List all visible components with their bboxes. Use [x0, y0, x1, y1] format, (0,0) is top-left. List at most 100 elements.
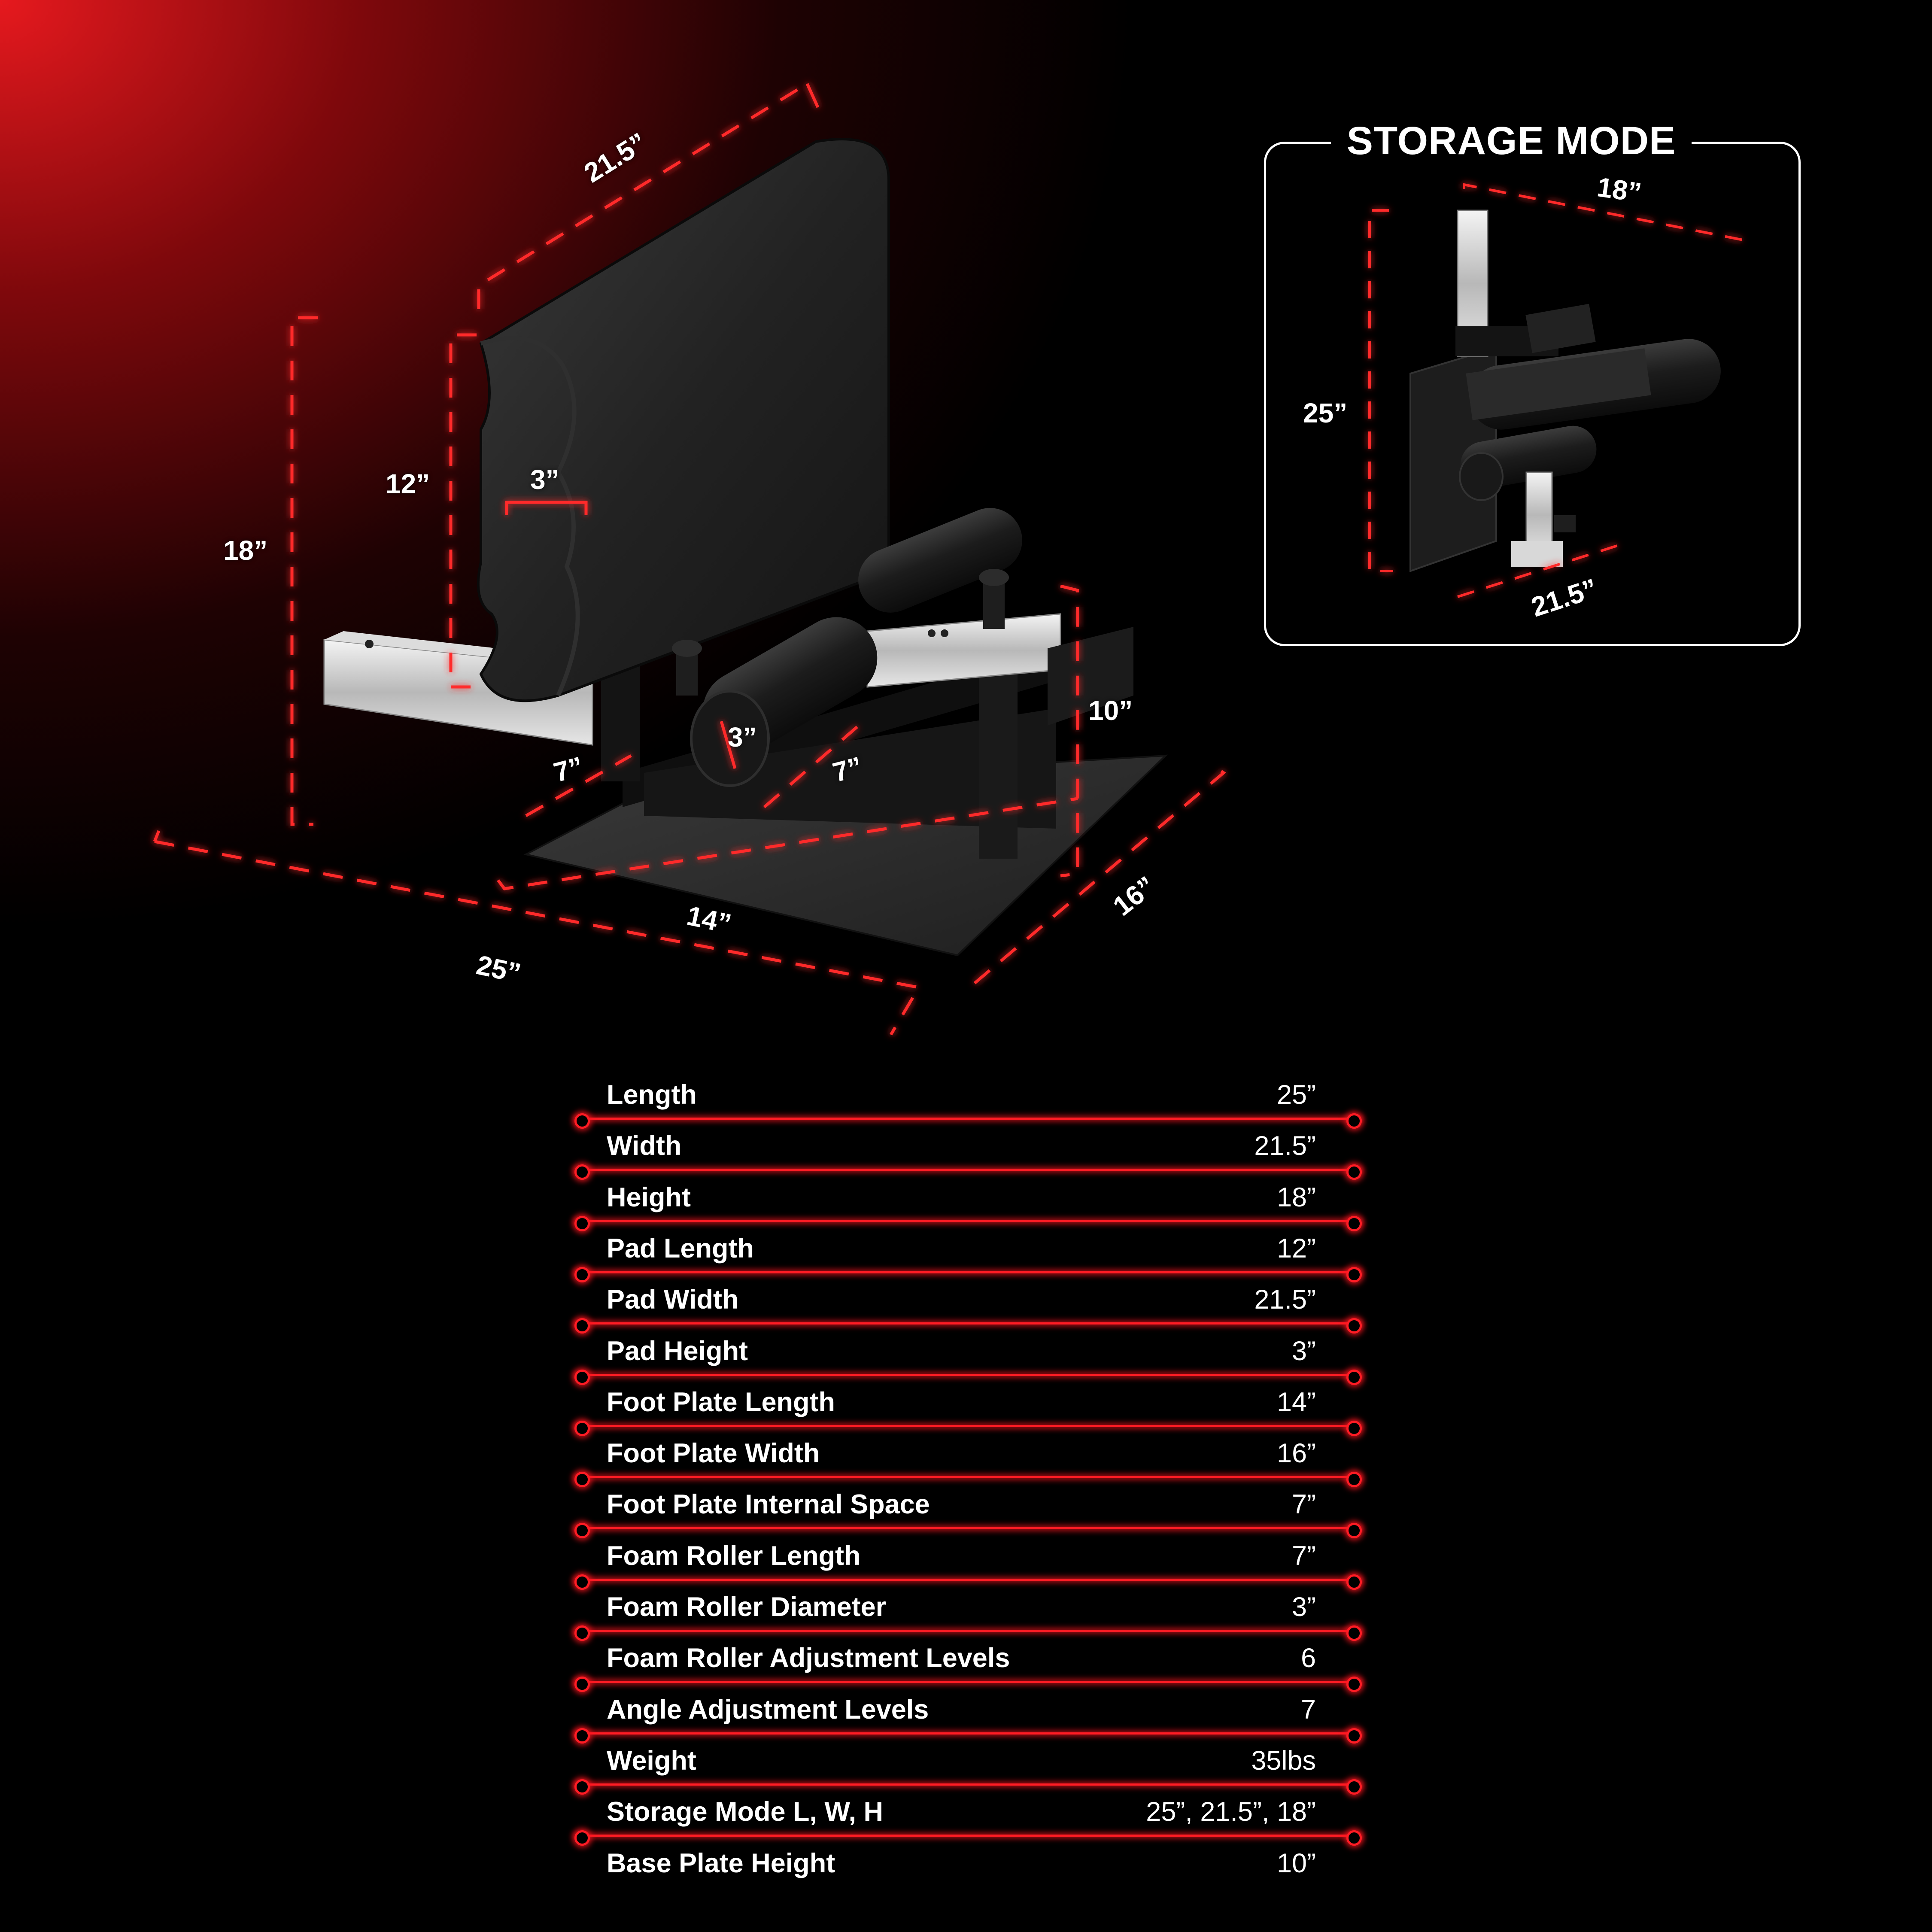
spec-divider-dot: [574, 1830, 590, 1846]
spec-value: 18”: [1276, 1182, 1316, 1212]
spec-row: Foot Plate Width 16”: [574, 1434, 1362, 1488]
spec-divider-line: [575, 1169, 1361, 1171]
spec-divider-dot: [574, 1472, 590, 1488]
spec-label: Foam Roller Adjustment Levels: [607, 1643, 1010, 1674]
spec-value: 12”: [1276, 1233, 1316, 1264]
spec-divider-dot: [574, 1318, 590, 1334]
spec-divider-line: [575, 1732, 1361, 1735]
dim-pad-length: 12”: [386, 468, 430, 499]
spec-divider-dot: [574, 1113, 590, 1129]
dimension-lines: [153, 80, 1226, 1036]
spec-label: Pad Width: [607, 1285, 739, 1315]
spec-row: Angle Adjustment Levels 7: [574, 1690, 1362, 1744]
spec-divider-dot: [574, 1420, 590, 1436]
spec-row: Foam Roller Adjustment Levels 6: [574, 1639, 1362, 1692]
spec-row: Foot Plate Internal Space 7”: [574, 1485, 1362, 1539]
spec-label: Length: [607, 1080, 697, 1110]
spec-label: Foot Plate Width: [607, 1438, 820, 1469]
spec-value: 25”: [1276, 1080, 1316, 1110]
spec-divider-line: [575, 1630, 1361, 1632]
dim-base-plate-height: 10”: [1088, 695, 1133, 726]
spec-row: Foot Plate Length 14”: [574, 1383, 1362, 1436]
storage-mode-drawing: [1410, 210, 1721, 572]
spec-divider-dot: [1346, 1267, 1362, 1282]
dim-height: 18”: [223, 535, 268, 566]
spec-divider-dot: [1346, 1420, 1362, 1436]
spec-divider-line: [575, 1118, 1361, 1120]
storage-mode-panel: [1264, 142, 1801, 646]
spec-divider-dot: [574, 1267, 590, 1282]
spec-divider-dot: [1346, 1369, 1362, 1385]
spec-divider-dot: [574, 1728, 590, 1744]
spec-label: Pad Length: [607, 1233, 754, 1264]
spec-value: 3”: [1291, 1336, 1316, 1366]
spec-value: 7”: [1291, 1489, 1316, 1520]
spec-row: Width 21.5”: [574, 1127, 1362, 1180]
spec-value: 6: [1300, 1643, 1316, 1674]
spec-label: Base Plate Height: [607, 1848, 835, 1878]
spec-value: 7”: [1291, 1540, 1316, 1571]
spec-label: Angle Adjustment Levels: [607, 1694, 929, 1725]
spec-row: Length 25”: [574, 1075, 1362, 1129]
spec-divider-dot: [1346, 1830, 1362, 1846]
spec-value: 3”: [1291, 1592, 1316, 1622]
spec-row: Pad Height 3”: [574, 1332, 1362, 1385]
spec-divider-dot: [1346, 1779, 1362, 1795]
spec-row: Pad Width 21.5”: [574, 1280, 1362, 1334]
spec-divider-dot: [574, 1779, 590, 1795]
spec-label: Width: [607, 1131, 682, 1161]
dim-roller-diameter: 3”: [728, 722, 757, 753]
spec-divider-dot: [1346, 1113, 1362, 1129]
spec-label: Weight: [607, 1745, 696, 1776]
spec-row: Height 18”: [574, 1178, 1362, 1231]
spec-value: 14”: [1276, 1387, 1316, 1417]
spec-divider-dot: [1346, 1318, 1362, 1334]
spec-label: Height: [607, 1182, 691, 1212]
spec-value: 35lbs: [1251, 1745, 1316, 1776]
spec-divider-line: [575, 1220, 1361, 1222]
spec-divider-line: [575, 1578, 1361, 1581]
spec-divider-line: [575, 1783, 1361, 1786]
spec-label: Foam Roller Diameter: [607, 1592, 887, 1622]
storage-mode-title: STORAGE MODE: [1331, 115, 1692, 167]
spec-divider-line: [575, 1476, 1361, 1479]
spec-divider-dot: [1346, 1215, 1362, 1231]
spec-value: 21.5”: [1254, 1285, 1316, 1315]
spec-label: Storage Mode L, W, H: [607, 1797, 884, 1827]
spec-divider-dot: [574, 1215, 590, 1231]
spec-label: Foot Plate Length: [607, 1387, 835, 1417]
spec-row: Weight 35lbs: [574, 1741, 1362, 1795]
spec-divider-line: [575, 1425, 1361, 1427]
spec-label: Foot Plate Internal Space: [607, 1489, 930, 1520]
spec-value: 7: [1300, 1694, 1316, 1725]
dim-pad-height: 3”: [530, 464, 559, 495]
spec-divider-dot: [1346, 1472, 1362, 1488]
spec-divider-dot: [574, 1164, 590, 1180]
spec-divider-dot: [1346, 1677, 1362, 1692]
spec-divider-dot: [1346, 1164, 1362, 1180]
spec-divider-dot: [574, 1625, 590, 1641]
spec-label: Pad Height: [607, 1336, 748, 1366]
spec-divider-line: [575, 1527, 1361, 1530]
spec-divider-line: [575, 1681, 1361, 1683]
storage-dim-length: 25”: [1303, 398, 1348, 428]
front-bracket: [1048, 627, 1133, 726]
rear-foam-roller: [858, 508, 1022, 613]
spec-value: 10”: [1276, 1848, 1316, 1878]
spec-row: Pad Length 12”: [574, 1229, 1362, 1282]
ghd-machine-drawing: [323, 138, 1168, 957]
spec-divider-line: [575, 1271, 1361, 1273]
spec-divider-line: [575, 1835, 1361, 1837]
back-pad: [477, 138, 890, 702]
spec-value: 16”: [1276, 1438, 1316, 1469]
spec-value: 21.5”: [1254, 1131, 1316, 1161]
storage-dim-width: 18”: [1595, 171, 1643, 208]
spec-divider-dot: [574, 1523, 590, 1539]
spec-row: Base Plate Height 10”: [575, 1844, 1361, 1896]
spec-divider-dot: [574, 1574, 590, 1590]
spec-divider-dot: [574, 1369, 590, 1385]
